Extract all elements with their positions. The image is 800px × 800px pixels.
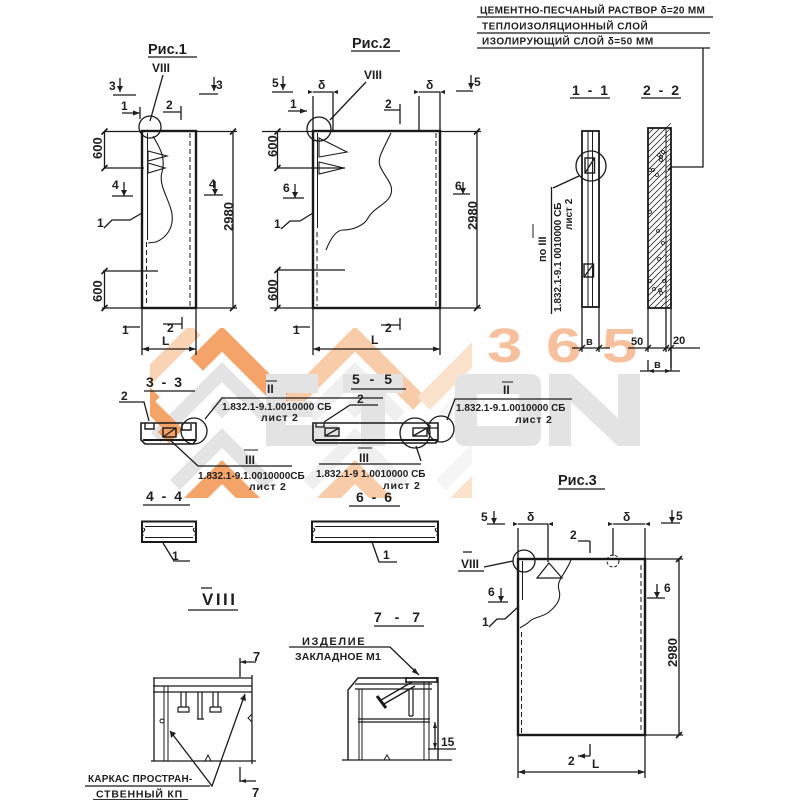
svg-text:1 - 1: 1 - 1 (572, 82, 610, 98)
svg-text:1: 1 (274, 217, 281, 231)
svg-text:VIII: VIII (364, 68, 382, 82)
svg-text:δ: δ (318, 78, 325, 92)
svg-text:δ: δ (623, 510, 630, 524)
svg-text:6: 6 (664, 581, 671, 595)
svg-text:1.832.1-9 1.0010000 СБ: 1.832.1-9 1.0010000 СБ (316, 469, 426, 480)
svg-text:50: 50 (631, 336, 643, 348)
svg-text:VIII: VIII (461, 557, 479, 571)
svg-text:в: в (654, 359, 661, 371)
svg-text:3: 3 (487, 318, 522, 372)
svg-text:2980: 2980 (221, 202, 236, 231)
svg-text:1: 1 (482, 615, 489, 629)
svg-text:7 - 7: 7 - 7 (374, 609, 425, 625)
svg-text:4: 4 (112, 178, 119, 192)
svg-text:2980: 2980 (465, 201, 480, 230)
svg-text:1: 1 (97, 216, 104, 230)
svg-text:5: 5 (676, 509, 683, 523)
svg-text:СТВЕННЫЙ КП: СТВЕННЫЙ КП (96, 788, 183, 800)
svg-text:4 - 4: 4 - 4 (146, 488, 184, 504)
svg-text:1: 1 (290, 97, 297, 111)
svg-text:5 - 5: 5 - 5 (352, 371, 395, 387)
svg-text:6: 6 (283, 181, 290, 195)
svg-text:5: 5 (474, 75, 481, 89)
svg-text:ТЕПЛОИЗОЛЯЦИОННЫЙ СЛОЙ: ТЕПЛОИЗОЛЯЦИОННЫЙ СЛОЙ (482, 20, 648, 33)
svg-text:лист 2: лист 2 (515, 414, 553, 426)
svg-text:2: 2 (357, 392, 364, 406)
svg-text:600: 600 (265, 135, 280, 157)
svg-text:5: 5 (272, 76, 279, 90)
svg-text:лист 2: лист 2 (564, 198, 575, 230)
svg-text:лист 2: лист 2 (383, 480, 421, 492)
svg-text:VIII: VIII (202, 590, 238, 609)
svg-text:III: III (359, 451, 369, 465)
svg-text:15: 15 (441, 735, 455, 749)
svg-text:L: L (162, 334, 169, 348)
svg-text:II: II (503, 383, 510, 397)
svg-text:Рис.3: Рис.3 (558, 473, 597, 489)
svg-text:Рис.2: Рис.2 (352, 36, 391, 52)
svg-text:600: 600 (265, 279, 280, 301)
svg-text:4: 4 (209, 177, 216, 191)
svg-text:2: 2 (167, 321, 174, 335)
svg-text:2: 2 (568, 754, 575, 768)
svg-text:2: 2 (385, 321, 392, 335)
svg-text:1: 1 (383, 548, 390, 562)
svg-text:2: 2 (166, 98, 173, 112)
svg-text:2 - 2: 2 - 2 (643, 82, 681, 98)
svg-text:II: II (267, 382, 274, 396)
svg-text:2: 2 (121, 389, 128, 403)
svg-text:1: 1 (172, 549, 179, 563)
svg-text:1.832.1-9.1.0010000 СБ: 1.832.1-9.1.0010000 СБ (222, 402, 332, 413)
svg-text:2980: 2980 (665, 638, 680, 667)
svg-text:ЗАКЛАДНОЕ М1: ЗАКЛАДНОЕ М1 (295, 651, 381, 663)
svg-text:3 - 3: 3 - 3 (146, 374, 184, 390)
svg-text:6: 6 (455, 179, 462, 193)
svg-text:ЦЕМЕНТНО-ПЕСЧАНЫЙ РАСТВОР δ=20: ЦЕМЕНТНО-ПЕСЧАНЫЙ РАСТВОР δ=20 ММ (480, 4, 705, 17)
svg-text:Рис.1: Рис.1 (148, 42, 187, 58)
svg-text:1: 1 (122, 323, 129, 337)
svg-text:лист 2: лист 2 (249, 481, 287, 493)
svg-text:в: в (586, 336, 593, 348)
svg-text:3: 3 (109, 79, 116, 93)
svg-text:КАРКАС ПРОСТРАН-: КАРКАС ПРОСТРАН- (88, 774, 192, 785)
svg-text:δ: δ (426, 78, 433, 92)
svg-text:600: 600 (90, 137, 105, 159)
svg-text:6: 6 (488, 585, 495, 599)
svg-text:III: III (245, 453, 255, 467)
svg-text:по III: по III (537, 236, 549, 262)
svg-text:1.832.1-9.1.0010000 СБ: 1.832.1-9.1.0010000 СБ (456, 403, 566, 414)
svg-text:7: 7 (252, 785, 259, 800)
svg-text:5: 5 (602, 318, 637, 372)
svg-text:лист 2: лист 2 (261, 412, 299, 424)
svg-text:600: 600 (90, 280, 105, 302)
svg-text:1.832.1-9.1 0010000 СБ: 1.832.1-9.1 0010000 СБ (553, 203, 564, 313)
svg-text:20: 20 (673, 335, 685, 347)
svg-text:ИЗДЕЛИЕ: ИЗДЕЛИЕ (302, 636, 366, 648)
svg-text:7: 7 (253, 649, 260, 664)
svg-text:1: 1 (293, 323, 300, 337)
svg-text:1.832.1-9.1.0010000СБ: 1.832.1-9.1.0010000СБ (198, 471, 305, 482)
svg-text:L: L (592, 757, 599, 771)
svg-text:L: L (371, 333, 378, 347)
svg-text:ИЗОЛИРУЮЩИЙ СЛОЙ δ=50 ММ: ИЗОЛИРУЮЩИЙ СЛОЙ δ=50 ММ (482, 35, 654, 48)
svg-text:2: 2 (385, 97, 392, 111)
svg-text:1: 1 (121, 99, 128, 113)
svg-text:6 - 6: 6 - 6 (356, 489, 394, 505)
svg-text:3: 3 (216, 78, 223, 92)
svg-text:6: 6 (546, 318, 581, 372)
svg-text:2: 2 (570, 528, 577, 542)
svg-text:VIII: VIII (152, 61, 170, 75)
svg-text:5: 5 (481, 510, 488, 524)
svg-text:δ: δ (527, 510, 534, 524)
